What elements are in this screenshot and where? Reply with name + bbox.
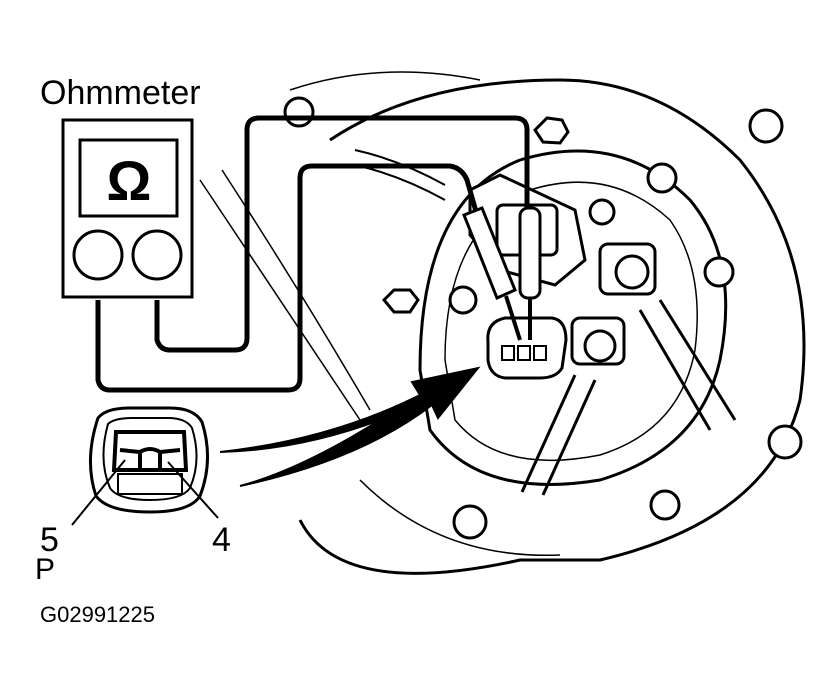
bolt-hole [283,96,315,128]
pin-5-label: 5 [40,521,59,559]
ohmmeter-jack-left [72,229,124,281]
flange-arc-1 [199,179,361,421]
connector-letter-label: P [35,553,55,586]
ohmmeter-title: Ohmmeter [40,74,201,112]
pipe-left [520,374,577,493]
bolt-hole [748,108,784,144]
pin-4-leader [167,461,219,519]
terminal-pin [517,345,531,361]
fuel-pipes [520,242,737,496]
terminal-pin [501,345,515,361]
bolt-hole [703,256,735,288]
inset-terminal-cavity [111,430,189,472]
test-leads [95,115,530,393]
probe-handle [462,206,517,301]
test-lead-2 [95,163,480,393]
pin-4-label: 4 [212,521,231,559]
pipe-right-b [658,299,737,421]
pipe-right [638,309,712,431]
inset-latch [117,473,183,495]
probe-tip [504,295,522,341]
probes [462,206,542,341]
ohmmeter: Ω [61,118,194,299]
bolt-hole [588,198,616,226]
flange-outer-arc [289,71,481,91]
pipe-fitting-cap [583,329,617,363]
flange-bolt-holes [283,96,803,540]
pipe-left-b [541,379,597,496]
bolt-hole [649,489,681,521]
bolt-hole [452,504,488,540]
flange-arc-3 [359,479,561,557]
test-lead-1 [154,115,530,353]
bolt-hole [646,162,678,194]
pointer-arrow [219,366,481,487]
bolt-hole [448,285,478,315]
terminal-pin [533,345,547,361]
flange-arc-2 [221,169,371,411]
hex-nut [533,116,570,145]
hex-nut [381,288,420,314]
flange-outer-edge [298,78,806,575]
inner-plate [418,149,728,486]
harness-wire-bundle [354,149,446,201]
inset-terminal-divider [119,447,181,470]
bolt-hole [767,424,803,460]
pin-5-leader [71,459,126,526]
ohmmeter-jack-right [131,229,183,281]
ohmmeter-display [78,138,179,218]
pipe-fitting-cap [614,254,650,290]
connector-face-inset [71,406,219,526]
ohm-symbol: Ω [107,149,152,212]
figure-code: G02991225 [40,602,155,627]
probe-handle [518,206,542,300]
